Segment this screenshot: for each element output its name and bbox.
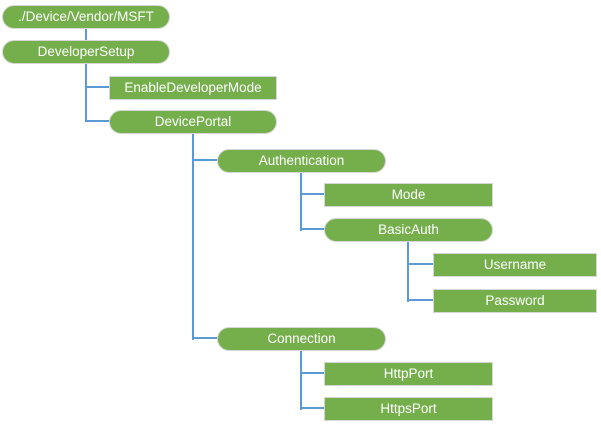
connector-horizontal-line	[193, 337, 218, 339]
connector-vertical-line	[85, 29, 87, 40]
tree-node-basicauth: BasicAuth	[324, 218, 493, 242]
tree-node-deviceportal: DevicePortal	[109, 110, 277, 134]
connector-horizontal-line	[86, 120, 110, 122]
tree-node-label: Mode	[391, 187, 426, 203]
connector-horizontal-line	[408, 263, 434, 265]
connector-vertical-line	[85, 64, 87, 122]
tree-node-label: DeveloperSetup	[37, 44, 135, 60]
tree-node-label: Password	[485, 293, 545, 309]
tree-node-mode: Mode	[324, 183, 493, 207]
connector-vertical-line	[407, 242, 409, 302]
tree-node-label: Connection	[267, 331, 336, 347]
tree-node-label: HttpPort	[383, 366, 434, 382]
connector-horizontal-line	[301, 193, 325, 195]
tree-node-httpsport: HttpsPort	[324, 397, 493, 421]
connector-horizontal-line	[193, 159, 218, 161]
tree-node-label: HttpsPort	[380, 401, 437, 417]
connector-horizontal-line	[86, 86, 110, 88]
connector-vertical-line	[300, 173, 302, 231]
tree-node-developersetup: DeveloperSetup	[2, 40, 170, 64]
tree-node-label: DevicePortal	[154, 114, 232, 130]
tree-node-label: BasicAuth	[378, 222, 439, 238]
tree-node-username: Username	[433, 253, 597, 277]
tree-node-label: EnableDeveloperMode	[124, 80, 262, 96]
tree-node-root: ./Device/Vendor/MSFT	[2, 5, 170, 29]
tree-node-httpport: HttpPort	[324, 362, 493, 386]
tree-node-label: Username	[483, 257, 547, 273]
tree-node-password: Password	[433, 289, 597, 313]
connector-horizontal-line	[301, 372, 325, 374]
connector-horizontal-line	[301, 228, 325, 230]
tree-node-label: Authentication	[258, 153, 345, 169]
tree-node-connection: Connection	[217, 327, 386, 351]
tree-node-enabledevelopermode: EnableDeveloperMode	[109, 76, 277, 100]
tree-node-label: ./Device/Vendor/MSFT	[18, 9, 154, 25]
connector-vertical-line	[300, 351, 302, 410]
connector-horizontal-line	[408, 299, 434, 301]
tree-node-authentication: Authentication	[217, 149, 386, 173]
connector-vertical-line	[192, 134, 194, 340]
connector-horizontal-line	[301, 407, 325, 409]
